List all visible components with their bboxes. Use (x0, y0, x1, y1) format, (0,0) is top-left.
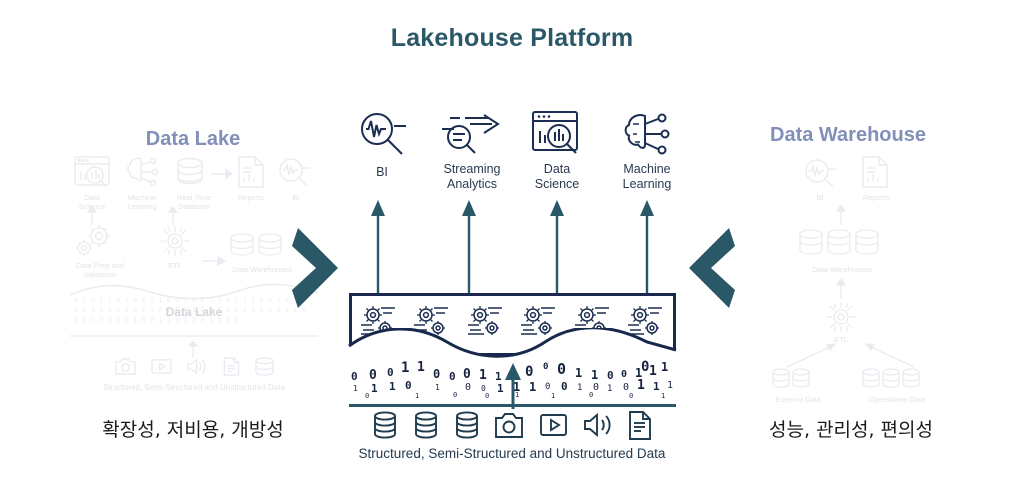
data-lake-panel: Data Science Machine Learning Real-Time … (70, 155, 320, 410)
data-science-icon (531, 110, 583, 158)
database-icon (414, 411, 437, 439)
bi-icon (356, 110, 408, 158)
arrow-up-icon (168, 207, 178, 225)
data-science-label: Data Science (79, 193, 106, 211)
gears-processing-icon (628, 306, 663, 335)
data-warehouses-label: Data Warehouses (232, 265, 292, 274)
sources-caption: Structured, Semi-Structured and Unstruct… (103, 383, 285, 392)
data-warehouses-label: Data Warehouses (812, 265, 872, 274)
arrow-up-icon (836, 279, 846, 299)
gears-processing-icon (521, 306, 556, 335)
arrow-up-icon (640, 200, 654, 295)
lake-wave (70, 283, 318, 300)
arrow-up-icon (550, 200, 564, 295)
machine-learning-icon (620, 110, 674, 158)
machine-learning-label: Machine Learning (622, 162, 672, 191)
machine-learning-label: Machine Learning (127, 193, 157, 211)
arrow-up-icon (371, 200, 385, 295)
database-icon (255, 357, 274, 376)
real-time-database-label: Real-Time Database (176, 193, 212, 211)
gears-processing-icon (467, 306, 502, 335)
arrow-up-icon (505, 363, 521, 409)
bi-label: BI (376, 165, 388, 179)
arrow-up-icon (188, 341, 198, 357)
data-lake-heading: Data Lake (145, 128, 241, 150)
operational-data-label: Operational Data (868, 395, 926, 404)
reports-label: Reports (862, 193, 890, 202)
page-title: Lakehouse Platform (390, 24, 634, 52)
center-sources-caption: Structured, Semi-Structured and Unstruct… (358, 446, 666, 461)
video-icon (540, 414, 568, 436)
divider-line (70, 335, 318, 337)
right-chevron-icon (689, 228, 735, 308)
streaming-analytics-icon (440, 112, 502, 158)
center-source-icons-row (372, 408, 652, 442)
database-icon (175, 157, 209, 189)
etl-label: ETL (168, 261, 182, 270)
machine-learning-icon (123, 155, 161, 189)
streaming-analytics-label: Streaming Analytics (443, 162, 501, 191)
lake-binary: 0 1 0 1 1 0 1 0 0 1 1 0 0 1 0 1 1 0 0 1 … (74, 296, 306, 324)
data-science-label: Data Science (534, 162, 580, 191)
arrow-right-icon (202, 255, 226, 267)
arrow-up-icon (462, 200, 476, 295)
data-warehouses-icon (228, 231, 288, 261)
bi-label: BI (292, 193, 300, 202)
report-icon (860, 155, 890, 189)
core-wave (347, 328, 678, 362)
report-icon (236, 155, 266, 189)
arrow-up-icon (836, 205, 846, 225)
left-chevron-icon (292, 228, 338, 308)
data-warehouses-icon (798, 227, 888, 261)
document-icon (223, 357, 239, 376)
document-icon (629, 410, 651, 440)
camera-icon (495, 412, 524, 438)
camera-icon (115, 358, 136, 375)
etl-icon (154, 223, 196, 259)
bi-label: BI (816, 193, 824, 202)
data-lake-label: Data Lake (165, 305, 223, 319)
source-icons-row (115, 357, 275, 376)
bi-icon (802, 157, 838, 190)
video-icon (150, 359, 172, 374)
operational-data-icon (860, 367, 934, 393)
gears-icon (72, 223, 116, 259)
arrow-diagonal-icon (786, 343, 837, 368)
audio-icon (584, 412, 611, 438)
reports-label: Reports (237, 193, 265, 202)
database-icon (374, 411, 396, 439)
audio-icon (187, 358, 206, 375)
arrow-up-icon (87, 207, 97, 225)
data-prep-label: Data Prep and Validation (75, 261, 125, 279)
source-base-line (349, 404, 676, 407)
data-science-icon (73, 155, 111, 189)
data-lake-benefits-caption: 확장성, 저비용, 개방성 (102, 419, 284, 441)
data-warehouse-panel: BI Reports Data Warehouses (760, 155, 970, 405)
data-warehouse-benefits-caption: 성능, 관리성, 편의성 (769, 419, 933, 441)
data-warehouse-heading: Data Warehouse (770, 124, 926, 146)
arrow-diagonal-icon (864, 343, 915, 368)
database-icon (455, 411, 478, 439)
bi-icon (276, 156, 312, 189)
external-data-label: External Data (775, 395, 821, 404)
etl-icon (820, 299, 862, 335)
arrow-right-icon (211, 169, 233, 179)
external-data-icon (770, 367, 822, 393)
etl-label: ETL (834, 335, 848, 344)
